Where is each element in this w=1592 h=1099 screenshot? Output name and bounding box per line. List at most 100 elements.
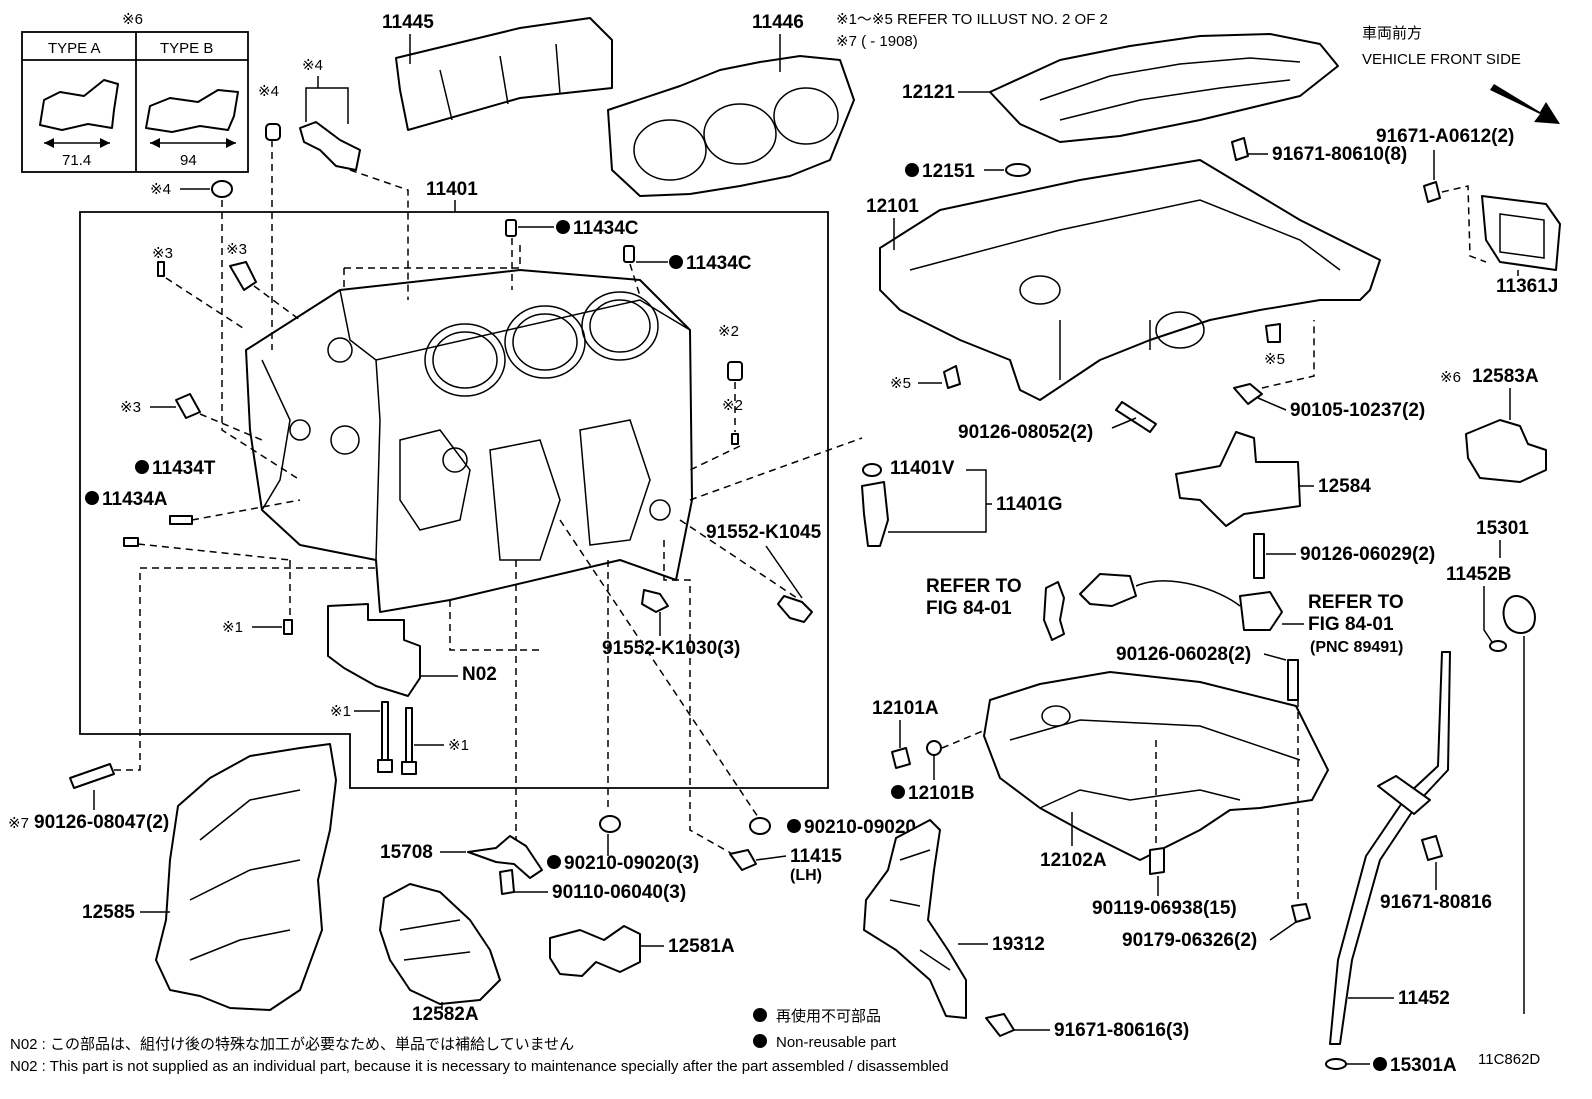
label-12151: 12151 <box>922 161 975 182</box>
mark-6-b: ※6 <box>1440 369 1461 386</box>
label-12582a: 12582A <box>412 1004 479 1025</box>
vehicle-front-en: VEHICLE FRONT SIDE <box>1362 51 1521 68</box>
o-ring-15301a <box>1325 1058 1347 1070</box>
insulator-11446 <box>607 55 855 197</box>
label-90126-08052: 90126-08052(2) <box>958 422 1093 443</box>
dowel-2a <box>727 361 743 381</box>
bearing-cap-n02 <box>327 603 421 697</box>
label-91671-80616: 91671-80616(3) <box>1054 1020 1189 1041</box>
oil-pipe-11401g <box>861 481 889 547</box>
mark-7: ※7 <box>8 815 29 832</box>
plug-11434c-a <box>505 219 517 237</box>
bracket-19312 <box>863 819 967 1019</box>
label-11446: 11446 <box>752 12 804 33</box>
bolt-91552-k1030 <box>641 589 669 613</box>
label-90105-10237: 90105-10237(2) <box>1290 400 1425 421</box>
fig-b: FIG 84-01 <box>1308 614 1394 635</box>
label-91671-a0612: 91671-A0612(2) <box>1376 126 1514 147</box>
insulator-type-b <box>145 89 239 133</box>
refer-note-line2: ※7 ( - 1908) <box>836 33 918 50</box>
mark-2-b: ※2 <box>722 397 743 414</box>
label-90210-09020-3: 90210-09020(3) <box>564 853 699 874</box>
cover-11361j <box>1481 195 1561 271</box>
gasket-90210-09020 <box>749 817 771 835</box>
type-b-label: TYPE B <box>160 40 213 57</box>
filled-dot-icon <box>753 1034 767 1048</box>
bolt-5a <box>943 365 961 389</box>
bolt-5b <box>1265 323 1281 343</box>
label-15708: 15708 <box>380 842 433 863</box>
bolt-90110-06040 <box>499 869 515 895</box>
label-11415-lh: (LH) <box>790 867 822 884</box>
stud-90126-08047 <box>69 763 115 789</box>
plug-11434c-b <box>623 245 635 263</box>
figure-id: 11C862D <box>1478 1051 1540 1068</box>
label-15301: 15301 <box>1476 518 1529 539</box>
label-15301a: 15301A <box>1390 1055 1457 1076</box>
insulator-11445 <box>395 17 613 131</box>
label-12121: 12121 <box>902 82 955 103</box>
o-ring-11452b <box>1489 640 1507 652</box>
label-12102a: 12102A <box>1040 850 1107 871</box>
bolt-91671-80610 <box>1231 137 1249 161</box>
insulator-12582a <box>379 883 501 1005</box>
dim-type-b: 94 <box>180 152 197 169</box>
label-90110-06040: 90110-06040(3) <box>552 882 686 903</box>
bolt-91671-80616 <box>985 1013 1015 1037</box>
label-90126-06028: 90126-06028(2) <box>1116 644 1251 665</box>
oil-jet-15708 <box>467 835 543 879</box>
label-12584: 12584 <box>1318 476 1371 497</box>
label-11401v: 11401V <box>890 458 955 479</box>
arrow-front-icon <box>1490 84 1560 124</box>
refer-note-line1: ※1～※5 REFER TO ILLUST NO. 2 OF 2 <box>836 11 1108 28</box>
label-90126-06029: 90126-06029(2) <box>1300 544 1435 565</box>
label-11401: 11401 <box>426 179 478 200</box>
label-11434c-a: 11434C <box>573 218 639 239</box>
gasket-90210-09020-3 <box>599 815 621 833</box>
bolt-91671-80816 <box>1421 835 1443 861</box>
pin-3a <box>157 261 165 277</box>
mark-3-c: ※3 <box>120 399 141 416</box>
label-19312: 19312 <box>992 934 1045 955</box>
label-11361j: 11361J <box>1496 276 1558 297</box>
mark-3-a: ※3 <box>152 245 173 262</box>
bolt-91671-a0612 <box>1423 181 1441 203</box>
plug-11434t <box>169 515 193 525</box>
filled-dot-icon <box>753 1008 767 1022</box>
vehicle-front-jp: 車両前方 <box>1362 25 1422 42</box>
mark-6-box: ※6 <box>122 11 143 28</box>
label-11434a: 11434A <box>102 489 168 510</box>
label-90210-09020: 90210-09020 <box>804 817 916 838</box>
insulator-12585 <box>155 743 337 1011</box>
label-91671-80610: 91671-80610(8) <box>1272 144 1407 165</box>
label-n02: N02 <box>462 664 497 685</box>
mark-1-c: ※1 <box>448 737 469 754</box>
label-12581a: 12581A <box>668 936 735 957</box>
mark-3-b: ※3 <box>226 241 247 258</box>
pnc-note: (PNC 89491) <box>1310 639 1403 656</box>
label-11434c-b: 11434C <box>686 253 752 274</box>
dim-type-a: 71.4 <box>62 152 91 169</box>
type-selector-box: ※6 TYPE A TYPE B 71.4 94 <box>21 11 249 173</box>
label-90179-06326: 90179-06326(2) <box>1122 930 1257 951</box>
label-12585: 12585 <box>82 902 135 923</box>
label-11434t: 11434T <box>152 458 216 479</box>
insulator-12581a <box>549 925 641 977</box>
gasket-12101b <box>926 740 942 756</box>
label-90126-08047: 90126-08047(2) <box>34 812 169 833</box>
seal-ring-b <box>211 180 233 198</box>
bolt-90105-10237 <box>1233 383 1263 405</box>
mark-1-a: ※1 <box>222 619 243 636</box>
oil-level-sensor <box>1079 573 1137 607</box>
o-ring-12151 <box>1005 163 1031 177</box>
mark-2-a: ※2 <box>718 323 739 340</box>
mark-4-a: ※4 <box>258 83 279 100</box>
label-11401g: 11401G <box>996 494 1063 515</box>
bolt-3b <box>229 261 257 291</box>
label-91671-80816: 91671-80816 <box>1380 892 1492 913</box>
bolt-3c <box>175 393 201 419</box>
mark-4-b: ※4 <box>302 57 323 74</box>
insulator-12583a <box>1465 419 1547 483</box>
oil-pan-12101 <box>879 159 1381 401</box>
